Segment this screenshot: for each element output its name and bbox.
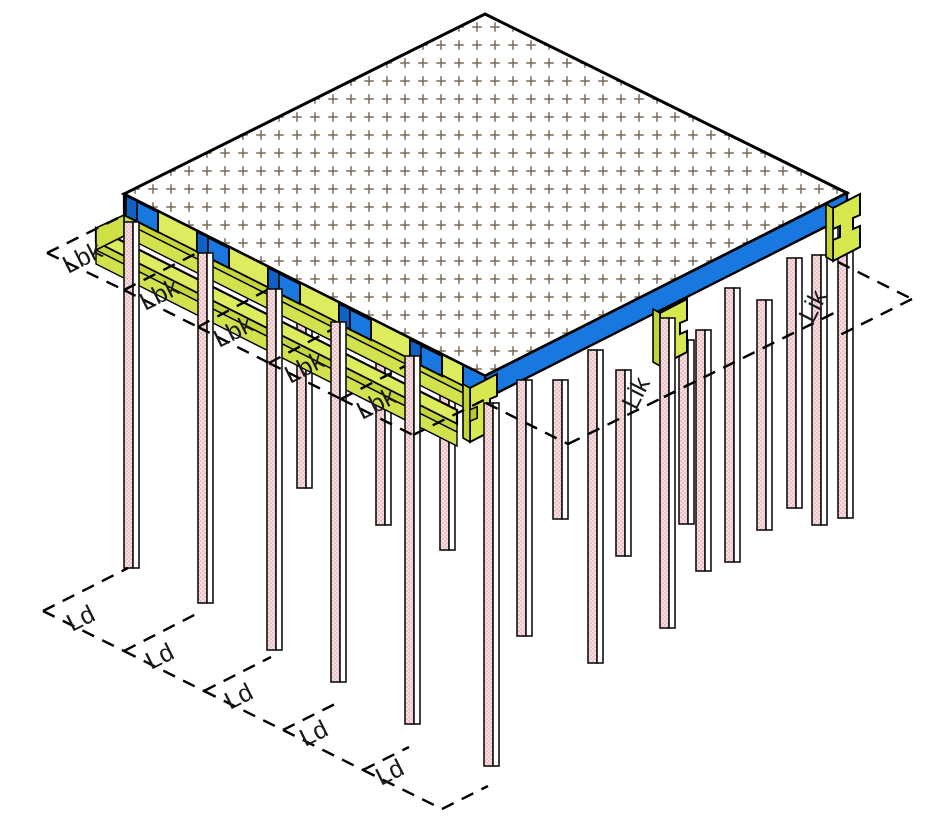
foundation-pile: [695, 329, 712, 572]
dimension-ld-group: [42, 566, 489, 811]
foundation-pile: [678, 339, 695, 525]
foundation-pile: [659, 317, 676, 629]
foundation-pile: [811, 254, 828, 526]
cross-beam-end: [125, 194, 159, 234]
foundation-pile: [615, 369, 632, 557]
dimension-lbk-group: [46, 213, 485, 437]
dimension-label-ld: Ld: [220, 678, 257, 715]
foundation-pile: [404, 355, 421, 725]
foundation-pile: [123, 221, 140, 569]
foundation-pile: [552, 379, 569, 520]
dimension-label-ld: Ld: [295, 715, 332, 752]
foundation-pile: [330, 321, 347, 683]
foundation-pile: [516, 379, 533, 637]
foundation-pile: [786, 257, 803, 509]
foundation-pile: [266, 288, 283, 651]
i-beam-section-far: [825, 192, 861, 263]
foundation-pile: [197, 252, 214, 604]
foundation-pile: [724, 287, 741, 563]
foundation-pile: [756, 299, 773, 531]
foundation-pile: [587, 349, 604, 664]
foundation-pile-group-front: [123, 221, 803, 767]
foundation-pile: [483, 402, 500, 767]
dimension-lik-group: [485, 260, 913, 446]
dimension-label-ld: Ld: [62, 600, 99, 637]
dimension-label-ld: Ld: [371, 754, 408, 791]
dimension-label-ld: Ld: [141, 638, 178, 675]
